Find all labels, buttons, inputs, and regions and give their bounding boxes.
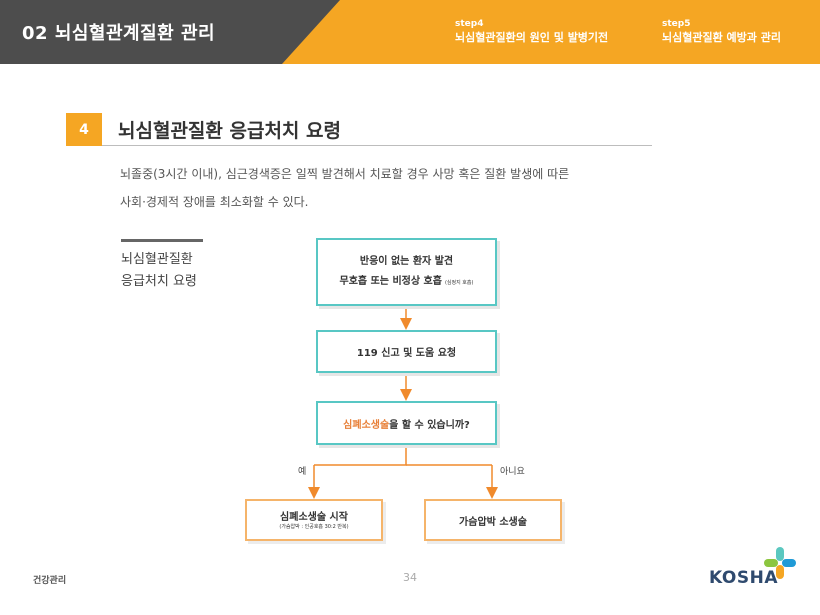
box4-note: (가슴압박 : 인공호흡 30:2 반복) bbox=[279, 524, 349, 530]
branch-left bbox=[314, 447, 407, 466]
box1-line2-wrap: 무호흡 또는 비정상 호흡(심정지 호흡) bbox=[340, 272, 474, 293]
step4-text: 뇌심혈관질환의 원인 및 발병기전 bbox=[455, 31, 609, 44]
flow-box-cpr-question: 심폐소생술을 할 수 있습니까? bbox=[316, 401, 497, 445]
step5-label: step5 bbox=[662, 19, 691, 29]
section-divider bbox=[102, 145, 652, 146]
side-label-line-1: 뇌심혈관질환 bbox=[121, 252, 193, 267]
branch-label-yes: 예 bbox=[298, 467, 307, 477]
box1-line1: 반응이 없는 환자 발견 bbox=[359, 255, 454, 267]
box2-text: 119 신고 및 도움 요청 bbox=[356, 348, 457, 359]
step4-label: step4 bbox=[455, 19, 484, 29]
flow-box-call-119: 119 신고 및 도움 요청 bbox=[316, 330, 497, 373]
intro-text: 뇌졸중(3시간 이내), 심근경색증은 일찍 발견해서 치료할 경우 사망 혹은… bbox=[120, 160, 680, 216]
kosha-logo-text: KOSHA bbox=[709, 568, 778, 588]
footer-category: 건강관리 bbox=[33, 576, 67, 586]
side-label-rule bbox=[121, 239, 203, 242]
step5-text: 뇌심혈관질환 예방과 관리 bbox=[662, 31, 781, 44]
flow-box-discover-patient: 반응이 없는 환자 발견 무호흡 또는 비정상 호흡(심정지 호흡) bbox=[316, 238, 497, 306]
section-number-badge: 4 bbox=[66, 113, 102, 146]
section-title: 뇌심혈관질환 응급처치 요령 bbox=[118, 120, 341, 142]
branch-label-no: 아니요 bbox=[500, 467, 525, 477]
box3-highlight: 심폐소생술 bbox=[343, 419, 390, 431]
intro-line-2: 사회·경제적 장애를 최소화할 수 있다. bbox=[120, 195, 309, 209]
box1-note: (심정지 호흡) bbox=[444, 279, 474, 286]
box5-text: 가슴압박 소생술 bbox=[459, 516, 527, 528]
intro-line-1: 뇌졸중(3시간 이내), 심근경색증은 일찍 발견해서 치료할 경우 사망 혹은… bbox=[120, 167, 570, 181]
side-label-line-2: 응급처치 요령 bbox=[121, 274, 197, 289]
header-background bbox=[0, 0, 820, 64]
header-banner: 02 뇌심혈관계질환 관리 step4 뇌심혈관질환의 원인 및 발병기전 st… bbox=[0, 0, 820, 64]
page-number: 34 bbox=[403, 571, 417, 584]
kosha-logo-icon bbox=[764, 547, 796, 579]
box4-title: 심폐소생술 시작 bbox=[280, 512, 348, 523]
step5-nav[interactable]: step5 뇌심혈관질환 예방과 관리 bbox=[662, 18, 781, 46]
box3-rest: 을 할 수 있습니까? bbox=[389, 419, 470, 431]
box1-line2: 무호흡 또는 비정상 호흡 bbox=[339, 275, 442, 287]
box3-text: 심폐소생술을 할 수 있습니까? bbox=[343, 416, 470, 431]
header-title: 02 뇌심혈관계질환 관리 bbox=[22, 23, 216, 44]
step4-nav[interactable]: step4 뇌심혈관질환의 원인 및 발병기전 bbox=[455, 18, 608, 46]
side-label: 뇌심혈관질환 응급처치 요령 bbox=[121, 249, 197, 293]
flow-box-start-cpr: 심폐소생술 시작 (가슴압박 : 인공호흡 30:2 반복) bbox=[245, 499, 383, 541]
flow-box-hands-only-cpr: 가슴압박 소생술 bbox=[424, 499, 562, 541]
